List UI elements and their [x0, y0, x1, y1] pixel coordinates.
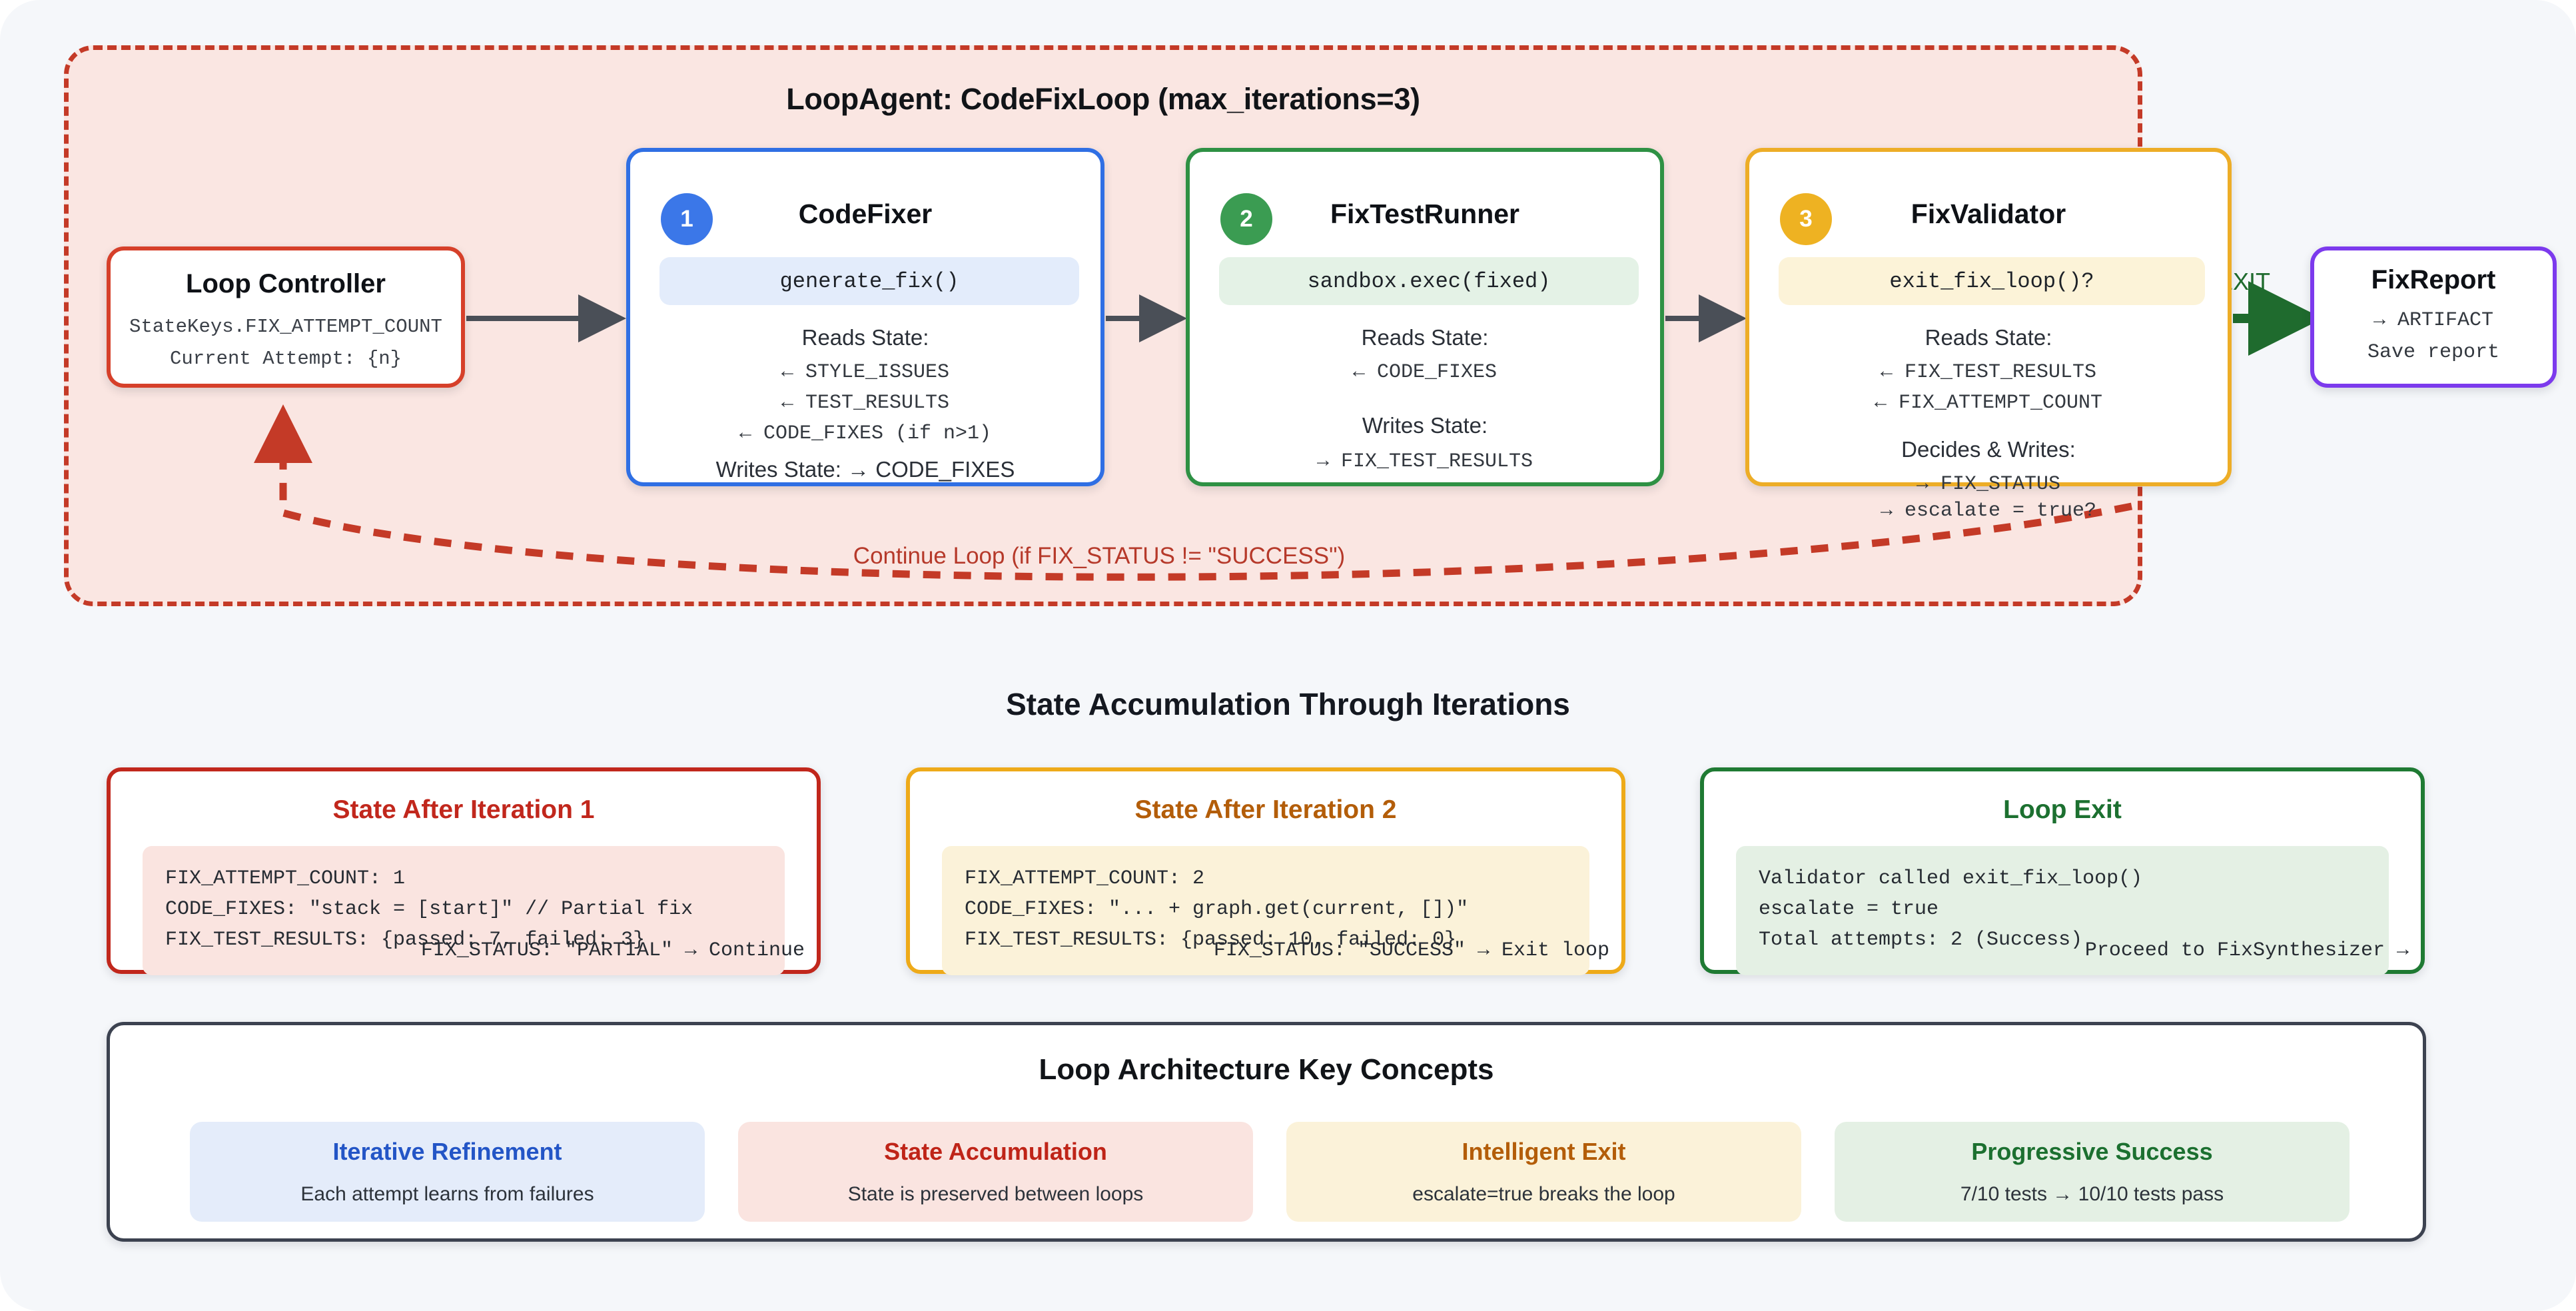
state-card-1-line-2: CODE_FIXES: "stack = [start]" // Partial… — [165, 898, 693, 921]
codefixer-code-pill: generate_fix() — [659, 257, 1079, 305]
key-concepts-row: Iterative Refinement Each attempt learns… — [190, 1122, 2350, 1222]
step-badge-3: 3 — [1780, 193, 1832, 245]
fixvalidator-write-1: → FIX_STATUS — [1916, 473, 2061, 496]
state-card-iteration-1[interactable]: State After Iteration 1 FIX_ATTEMPT_COUN… — [107, 767, 821, 975]
state-card-3-line-3: Total attempts: 2 (Success) — [1759, 929, 2083, 951]
loop-agent-title: LoopAgent: CodeFixLoop (max_iterations=3… — [786, 82, 1420, 116]
codefixer-writes-label: Writes State: → CODE_FIXES — [715, 457, 1015, 482]
fixreport-card[interactable]: FixReport → ARTIFACT Save report — [2310, 246, 2557, 388]
key-concept-state-accumulation[interactable]: State Accumulation State is preserved be… — [738, 1122, 1253, 1222]
state-card-2-body: FIX_ATTEMPT_COUNT: 2 CODE_FIXES: "... + … — [942, 846, 1589, 975]
codefixer-title: CodeFixer — [798, 199, 933, 229]
state-card-1-body: FIX_ATTEMPT_COUNT: 1 CODE_FIXES: "stack … — [143, 846, 785, 975]
codefixer-read-3: ← CODE_FIXES (if n>1) — [739, 422, 992, 445]
state-card-iteration-2[interactable]: State After Iteration 2 FIX_ATTEMPT_COUN… — [906, 767, 1625, 975]
state-card-2-line-2: CODE_FIXES: "... + graph.get(current, []… — [965, 898, 1469, 921]
state-card-2-line-1: FIX_ATTEMPT_COUNT: 2 — [965, 867, 1205, 890]
state-card-3-footer: Proceed to FixSynthesizer → — [2084, 939, 2409, 962]
loop-controller-card[interactable]: Loop Controller StateKeys.FIX_ATTEMPT_CO… — [107, 246, 465, 388]
fixtestrunner-writes-label: Writes State: — [1362, 413, 1488, 438]
state-card-3-line-1: Validator called exit_fix_loop() — [1759, 867, 2143, 890]
key-concept-1-sub: State is preserved between loops — [847, 1183, 1144, 1205]
fixtestrunner-reads-label: Reads State: — [1361, 325, 1489, 350]
key-concept-0-heading: Iterative Refinement — [332, 1138, 562, 1165]
key-concept-3-heading: Progressive Success — [1971, 1138, 2213, 1165]
loop-controller-attempt: Current Attempt: {n} — [169, 348, 402, 370]
state-card-2-title: State After Iteration 2 — [1134, 795, 1397, 824]
key-concept-1-heading: State Accumulation — [884, 1138, 1107, 1165]
fixvalidator-reads-label: Reads State: — [1925, 325, 2052, 350]
state-card-3-title: Loop Exit — [2003, 795, 2122, 824]
fixvalidator-escalate-note: → escalate = true? — [1880, 500, 2097, 522]
key-concepts-title: Loop Architecture Key Concepts — [1039, 1053, 1494, 1086]
agent-card-fixtestrunner[interactable]: 2 FixTestRunner sandbox.exec(fixed) Read… — [1186, 148, 1664, 486]
fixtestrunner-title: FixTestRunner — [1330, 199, 1519, 229]
fixvalidator-writes-label: Decides & Writes: — [1901, 437, 2076, 462]
state-accumulation-heading: State Accumulation Through Iterations — [1006, 687, 1570, 721]
fixreport-title: FixReport — [2371, 265, 2496, 294]
key-concept-3-sub: 7/10 tests → 10/10 tests pass — [1960, 1183, 2224, 1205]
state-card-3-line-2: escalate = true — [1759, 898, 1939, 921]
state-card-1-title: State After Iteration 1 — [332, 795, 595, 824]
step-badge-1: 1 — [661, 193, 713, 245]
state-card-1-line-3: FIX_TEST_RESULTS: {passed: 7, failed: 3} — [165, 929, 645, 951]
fixtestrunner-write-1: → FIX_TEST_RESULTS — [1316, 450, 1533, 473]
agent-card-fixvalidator[interactable]: 3 FixValidator exit_fix_loop()? Reads St… — [1745, 148, 2232, 522]
key-concept-2-sub: escalate=true breaks the loop — [1412, 1183, 1675, 1205]
key-concept-progressive-success[interactable]: Progressive Success 7/10 tests → 10/10 t… — [1835, 1122, 2350, 1222]
fixtestrunner-read-1: ← CODE_FIXES — [1352, 361, 1498, 384]
codefixer-read-2: ← TEST_RESULTS — [781, 392, 950, 414]
state-card-1-footer: FIX_STATUS: "PARTIAL" → Continue — [420, 939, 805, 962]
key-concepts-panel: Loop Architecture Key Concepts Iterative… — [107, 1022, 2426, 1242]
fixreport-save: Save report — [2367, 341, 2500, 364]
fixvalidator-read-1: ← FIX_TEST_RESULTS — [1880, 361, 2097, 384]
agent-card-codefixer[interactable]: 1 CodeFixer generate_fix() Reads State: … — [626, 148, 1104, 486]
fixvalidator-read-2: ← FIX_ATTEMPT_COUNT — [1874, 392, 2103, 414]
fixreport-artifact: → ARTIFACT — [2373, 309, 2494, 332]
key-concept-iterative-refinement[interactable]: Iterative Refinement Each attempt learns… — [190, 1122, 705, 1222]
key-concept-intelligent-exit[interactable]: Intelligent Exit escalate=true breaks th… — [1286, 1122, 1801, 1222]
fixtestrunner-code-pill: sandbox.exec(fixed) — [1219, 257, 1639, 305]
codefixer-read-1: ← STYLE_ISSUES — [781, 361, 950, 384]
key-concept-0-sub: Each attempt learns from failures — [300, 1183, 594, 1205]
codefixer-reads-label: Reads State: — [801, 325, 929, 350]
state-card-2-footer: FIX_STATUS: "SUCCESS" → Exit loop — [1213, 939, 1609, 962]
state-card-3-body: Validator called exit_fix_loop() escalat… — [1736, 846, 2389, 975]
key-concept-2-heading: Intelligent Exit — [1462, 1138, 1626, 1165]
loop-controller-title: Loop Controller — [186, 269, 386, 298]
state-card-1-line-1: FIX_ATTEMPT_COUNT: 1 — [165, 867, 406, 890]
fixvalidator-title: FixValidator — [1911, 199, 2066, 229]
fixvalidator-code-pill: exit_fix_loop()? — [1779, 257, 2205, 305]
state-card-2-line-3: FIX_TEST_RESULTS: {passed: 10, failed: 0… — [965, 929, 1457, 951]
state-card-loop-exit[interactable]: Loop Exit Validator called exit_fix_loop… — [1700, 767, 2425, 975]
step-badge-2: 2 — [1220, 193, 1272, 245]
loop-controller-statekey: StateKeys.FIX_ATTEMPT_COUNT — [129, 316, 442, 338]
continue-loop-label: Continue Loop (if FIX_STATUS != "SUCCESS… — [853, 543, 1346, 569]
